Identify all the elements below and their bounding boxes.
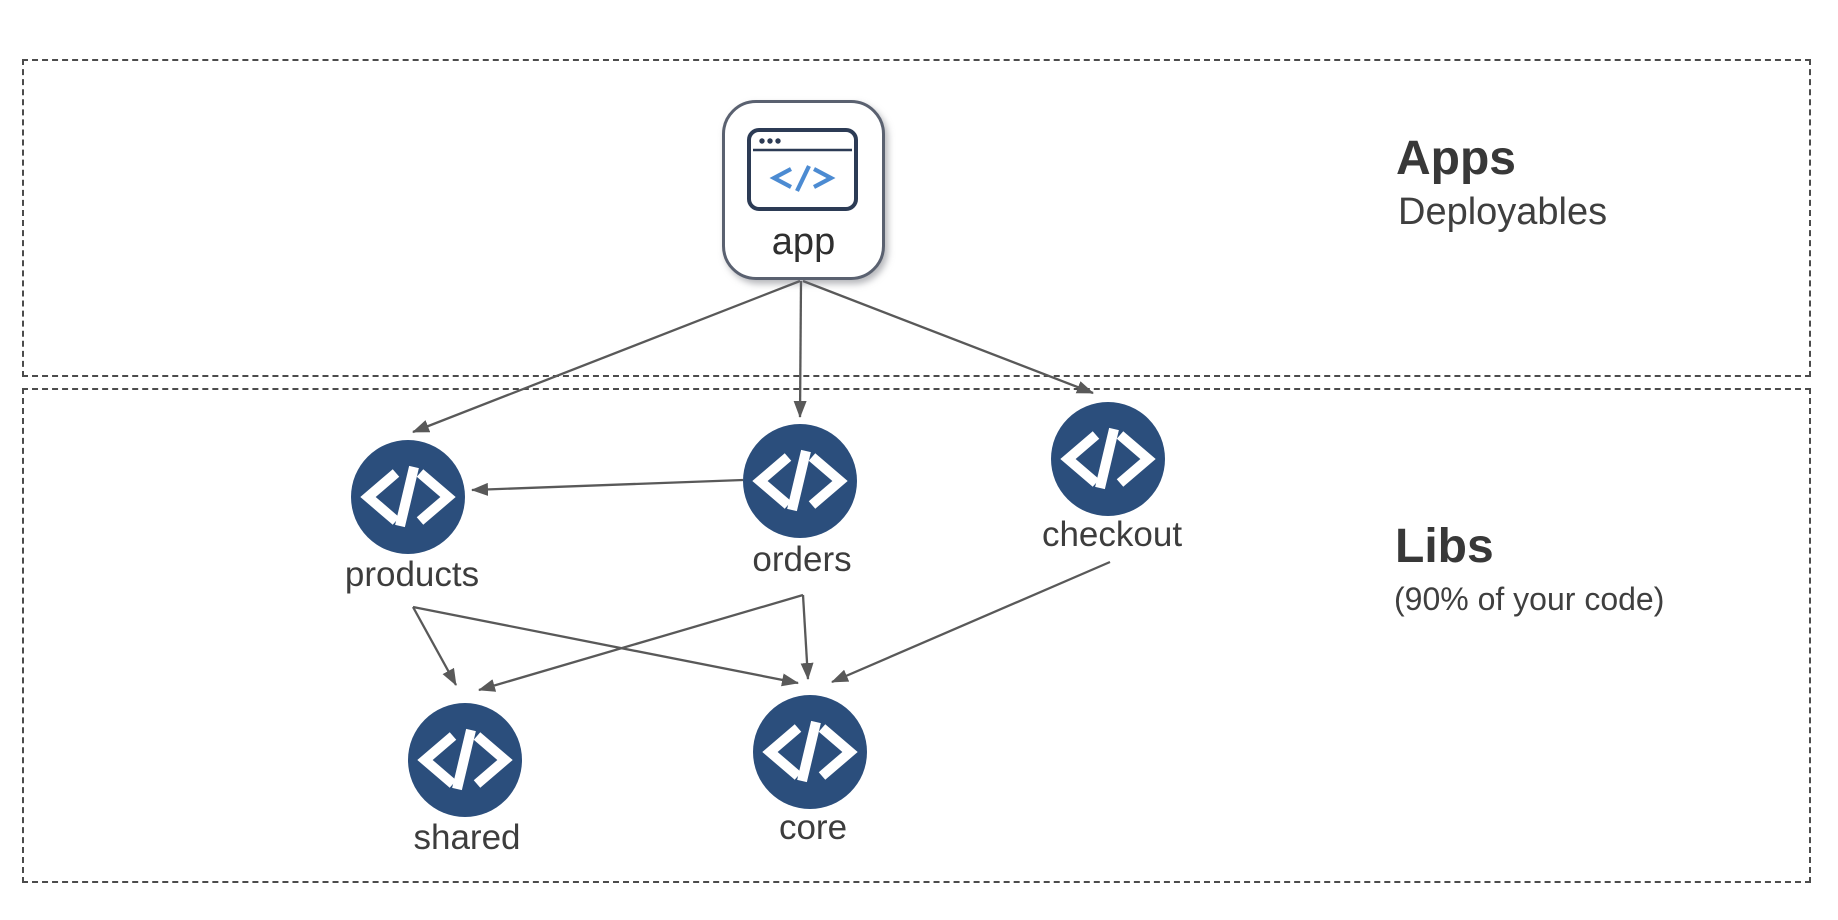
node-label-shared: shared [413,818,521,857]
node-label-orders: orders [752,540,852,579]
browser-window-frame [747,128,858,211]
code-glyph-icon [769,165,836,192]
node-label-app: app [771,221,836,263]
libs-region-title: Libs [1395,520,1494,573]
libs-region-subtitle: (90% of your code) [1394,581,1665,617]
node-label-checkout: checkout [1041,515,1183,554]
node-label-products: products [344,555,480,594]
apps-region-title: Apps [1396,132,1516,185]
app-node-card: app [722,100,885,280]
node-label-core: core [778,808,848,847]
apps-region-subtitle: Deployables [1398,191,1608,233]
browser-code-icon [747,128,858,211]
browser-dots-icon [759,138,781,144]
libs-region-box [22,388,1811,883]
